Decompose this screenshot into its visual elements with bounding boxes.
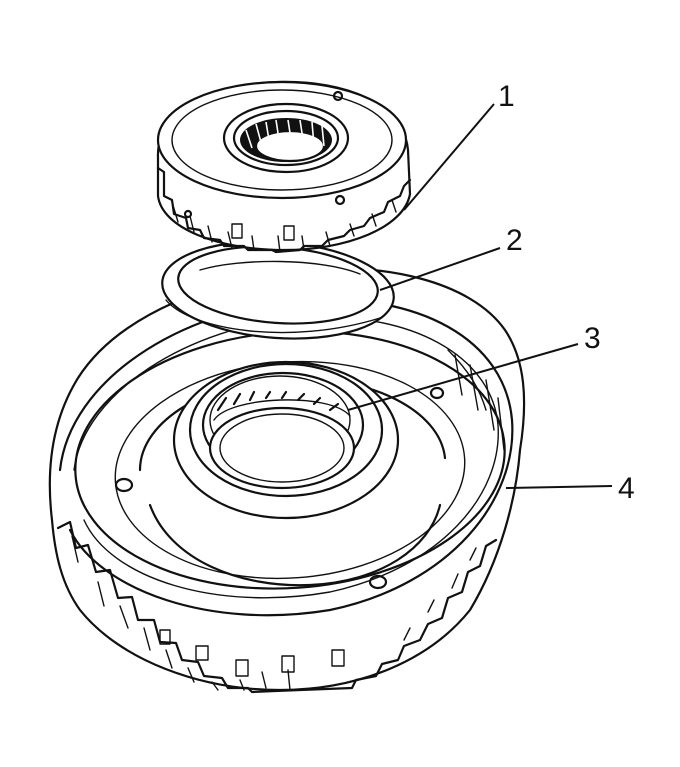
leader-line-1 [403, 103, 495, 211]
callout-labels: 1 2 3 4 [498, 80, 635, 505]
callout-3: 3 [584, 322, 601, 355]
callout-2: 2 [506, 224, 523, 257]
part-3-needle-bearing [172, 360, 400, 520]
part-1-gear-assembly [156, 80, 412, 254]
leader-line-4 [505, 485, 613, 489]
leader-lines [347, 103, 613, 489]
drum-teeth [56, 520, 498, 694]
callout-4: 4 [618, 472, 635, 505]
leader-line-2 [379, 247, 501, 291]
callout-1: 1 [498, 80, 515, 113]
leader-line-3 [347, 343, 579, 411]
